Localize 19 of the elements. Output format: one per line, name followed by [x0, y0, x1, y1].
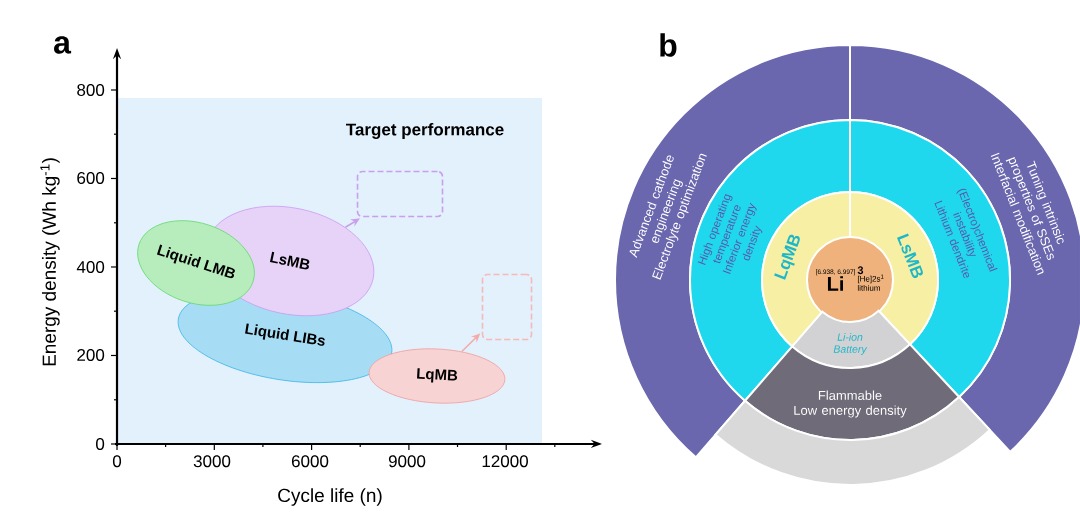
ellipse-region: Liquid LMB: [137, 220, 255, 306]
tick-label: 800: [77, 83, 105, 96]
tick-label: 400: [76, 260, 105, 273]
ring-sector: Li-ion Battery: [791, 309, 911, 369]
tick-label: 200: [77, 348, 105, 361]
tick-label: 3000: [193, 455, 231, 468]
tick-label: 600: [77, 171, 105, 184]
tick-label: 6000: [291, 455, 329, 468]
dashed-box: [481, 273, 533, 341]
axis-title: Energy density (Wh kg$^{-1}$): [40, 158, 60, 366]
ellipse-region: LqMB: [368, 348, 506, 404]
tick-label: 0: [96, 437, 105, 450]
tick-label: 0: [112, 455, 122, 468]
dashed-box: [356, 170, 444, 218]
panel-label: a: [54, 36, 72, 54]
tick-label: 9000: [388, 455, 426, 468]
tick-label: 12000: [482, 455, 528, 468]
axis-title: Cycle life (n): [278, 488, 382, 506]
annotation-text: Target performance: [346, 123, 504, 139]
